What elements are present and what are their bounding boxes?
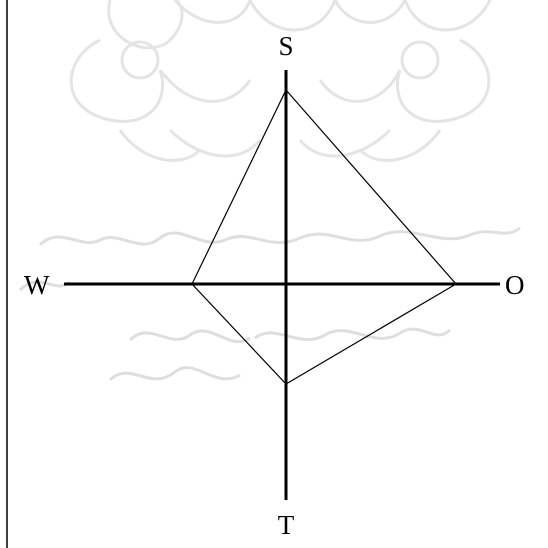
axis-label-bottom: T — [278, 510, 295, 540]
axis-label-top: S — [278, 31, 293, 61]
strategy-polygon — [191, 88, 457, 385]
axis-label-left: W — [24, 270, 50, 300]
axis-label-right: O — [505, 270, 525, 300]
watermark-logo — [69, 0, 492, 162]
watermark-text — [18, 226, 521, 382]
